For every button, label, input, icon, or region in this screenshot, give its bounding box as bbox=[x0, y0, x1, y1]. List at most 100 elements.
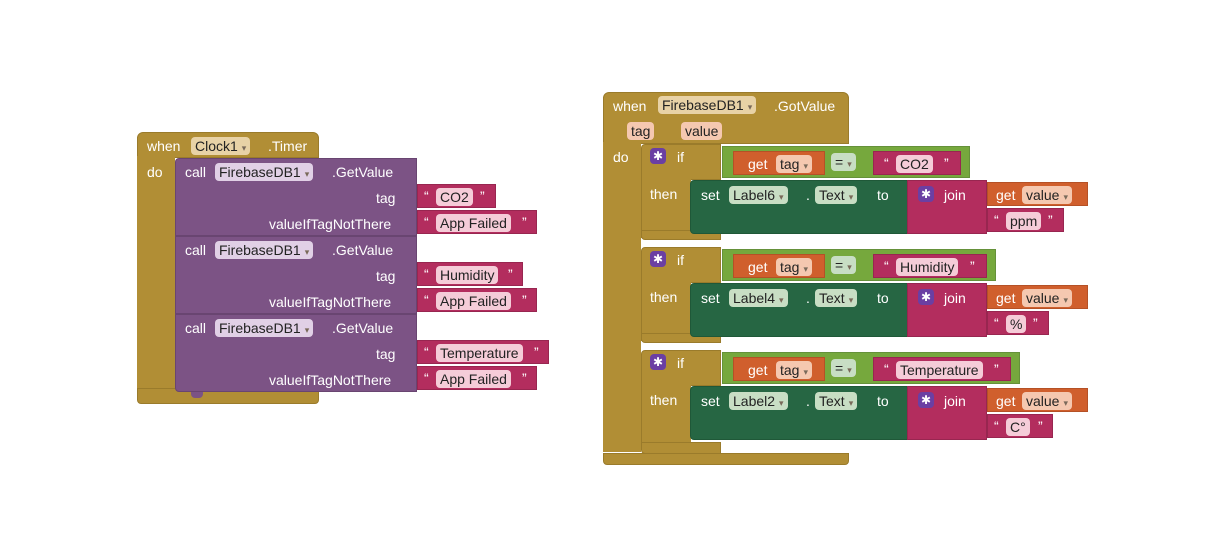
join-block-1[interactable]: ✱ join bbox=[907, 180, 987, 234]
if-block-3[interactable]: ✱ if then bbox=[641, 350, 721, 454]
compare-block-2[interactable]: get tag▾ =▾ “ Humidity ” bbox=[722, 249, 996, 281]
close-quote-icon: ” bbox=[970, 258, 975, 274]
join-block-2[interactable]: ✱ join bbox=[907, 283, 987, 337]
text-value: Temperature bbox=[436, 344, 523, 362]
firebase-component-name: FirebaseDB1 bbox=[219, 242, 301, 258]
text-block-co2[interactable]: “ CO2 ” bbox=[417, 184, 496, 208]
var-dropdown[interactable]: value▾ bbox=[1022, 186, 1072, 204]
var-dropdown[interactable]: tag▾ bbox=[776, 258, 812, 276]
close-quote-icon: ” bbox=[1048, 212, 1053, 228]
equals-operator-dropdown[interactable]: =▾ bbox=[831, 256, 856, 274]
text-value: Humidity bbox=[436, 266, 499, 284]
mutator-gear-icon[interactable]: ✱ bbox=[650, 354, 666, 370]
label-component-dropdown[interactable]: Label6▾ bbox=[729, 186, 788, 204]
close-quote-icon: ” bbox=[1038, 418, 1043, 434]
dropdown-arrow-icon: ▾ bbox=[848, 295, 854, 305]
param-value[interactable]: value bbox=[681, 122, 723, 140]
if-block-1[interactable]: ✱ if then bbox=[641, 144, 721, 240]
to-label: to bbox=[877, 187, 889, 203]
text-value: Humidity bbox=[896, 258, 959, 276]
if-label: if bbox=[677, 355, 684, 371]
compare-block-1[interactable]: get tag▾ =▾ “ CO2 ” bbox=[722, 146, 970, 178]
mutator-gear-icon[interactable]: ✱ bbox=[650, 148, 666, 164]
var-dropdown[interactable]: tag▾ bbox=[776, 155, 812, 173]
dropdown-arrow-icon: ▾ bbox=[779, 192, 784, 202]
get-label: get bbox=[996, 187, 1016, 203]
to-label: to bbox=[877, 290, 889, 306]
property-dropdown[interactable]: Text▾ bbox=[815, 289, 858, 307]
var-name: value bbox=[1026, 187, 1060, 203]
text-block-ppm[interactable]: “ ppm ” bbox=[987, 208, 1064, 232]
call-block-1[interactable]: call FirebaseDB1▾ .GetValue tag valueIfT… bbox=[175, 158, 417, 236]
set-block-1[interactable]: set Label6▾ . Text▾ to bbox=[690, 180, 908, 234]
var-dropdown[interactable]: tag▾ bbox=[776, 361, 812, 379]
text-block-temperature[interactable]: “ Temperature ” bbox=[417, 340, 549, 364]
text-block-co2[interactable]: “ CO2 ” bbox=[873, 151, 961, 175]
text-block-temperature[interactable]: “ Temperature ” bbox=[873, 357, 1011, 381]
text-block-app-failed[interactable]: “ App Failed ” bbox=[417, 366, 537, 390]
label-component-name: Label2 bbox=[733, 393, 776, 409]
var-dropdown[interactable]: value▾ bbox=[1022, 392, 1072, 410]
get-label: get bbox=[996, 290, 1016, 306]
firebase-component-dropdown[interactable]: FirebaseDB1▾ bbox=[215, 319, 314, 337]
call-block-3[interactable]: call FirebaseDB1▾ .GetValue tag valueIfT… bbox=[175, 314, 417, 398]
var-dropdown[interactable]: value▾ bbox=[1022, 289, 1072, 307]
text-value: % bbox=[1006, 315, 1027, 333]
gotvalue-event-block[interactable]: when FirebaseDB1▾ .GotValue tag value do bbox=[603, 92, 849, 465]
operator-symbol: = bbox=[835, 360, 844, 376]
mutator-gear-icon[interactable]: ✱ bbox=[918, 392, 934, 408]
get-tag-block[interactable]: get tag▾ bbox=[733, 151, 825, 175]
label-component-name: Label6 bbox=[733, 187, 776, 203]
close-quote-icon: ” bbox=[534, 344, 539, 360]
close-quote-icon: ” bbox=[522, 370, 527, 386]
operator-symbol: = bbox=[835, 257, 844, 273]
dropdown-arrow-icon: ▾ bbox=[1063, 398, 1068, 408]
call-block-2[interactable]: call FirebaseDB1▾ .GetValue tag valueIfT… bbox=[175, 236, 417, 314]
param-tag[interactable]: tag bbox=[627, 122, 655, 140]
text-block-app-failed[interactable]: “ App Failed ” bbox=[417, 210, 537, 234]
get-value-block[interactable]: get value▾ bbox=[987, 285, 1088, 309]
dropdown-arrow-icon: ▾ bbox=[803, 367, 808, 377]
text-block-app-failed[interactable]: “ App Failed ” bbox=[417, 288, 537, 312]
firebase-component-dropdown[interactable]: FirebaseDB1▾ bbox=[215, 163, 314, 181]
equals-operator-dropdown[interactable]: =▾ bbox=[831, 153, 856, 171]
text-block-degrees[interactable]: “ C° ” bbox=[987, 414, 1053, 438]
timer-event-block[interactable]: when Clock1▾ .Timer do bbox=[137, 132, 319, 404]
dropdown-arrow-icon: ▾ bbox=[847, 365, 852, 375]
dropdown-arrow-icon: ▾ bbox=[848, 398, 854, 408]
property-dropdown[interactable]: Text▾ bbox=[815, 392, 858, 410]
getvalue-method-label: .GetValue bbox=[332, 164, 394, 180]
get-value-block[interactable]: get value▾ bbox=[987, 388, 1088, 412]
join-block-3[interactable]: ✱ join bbox=[907, 386, 987, 440]
get-value-block[interactable]: get value▾ bbox=[987, 182, 1088, 206]
firebase-component-dropdown[interactable]: FirebaseDB1▾ bbox=[658, 96, 757, 114]
label-component-dropdown[interactable]: Label4▾ bbox=[729, 289, 788, 307]
get-tag-block[interactable]: get tag▾ bbox=[733, 357, 825, 381]
property-name: Text bbox=[819, 393, 845, 409]
set-block-2[interactable]: set Label4▾ . Text▾ to bbox=[690, 283, 908, 337]
mutator-gear-icon[interactable]: ✱ bbox=[918, 186, 934, 202]
get-tag-block[interactable]: get tag▾ bbox=[733, 254, 825, 278]
open-quote-icon: “ bbox=[424, 344, 429, 360]
equals-operator-dropdown[interactable]: =▾ bbox=[831, 359, 856, 377]
label-component-dropdown[interactable]: Label2▾ bbox=[729, 392, 788, 410]
open-quote-icon: “ bbox=[424, 292, 429, 308]
text-value: App Failed bbox=[436, 214, 511, 232]
mutator-gear-icon[interactable]: ✱ bbox=[650, 251, 666, 267]
tag-param-label: tag bbox=[376, 268, 396, 284]
set-block-3[interactable]: set Label2▾ . Text▾ to bbox=[690, 386, 908, 440]
text-value: App Failed bbox=[436, 292, 511, 310]
text-block-humidity[interactable]: “ Humidity ” bbox=[417, 262, 523, 286]
clock-component-dropdown[interactable]: Clock1▾ bbox=[191, 137, 251, 155]
dropdown-arrow-icon: ▾ bbox=[848, 192, 854, 202]
if-block-2[interactable]: ✱ if then bbox=[641, 247, 721, 343]
property-dropdown[interactable]: Text▾ bbox=[815, 186, 858, 204]
firebase-component-dropdown[interactable]: FirebaseDB1▾ bbox=[215, 241, 314, 259]
close-quote-icon: ” bbox=[522, 214, 527, 230]
valueiftagnotthere-param-label: valueIfTagNotThere bbox=[269, 294, 392, 310]
text-block-humidity[interactable]: “ Humidity ” bbox=[873, 254, 987, 278]
compare-block-3[interactable]: get tag▾ =▾ “ Temperature ” bbox=[722, 352, 1020, 384]
mutator-gear-icon[interactable]: ✱ bbox=[918, 289, 934, 305]
getvalue-method-label: .GetValue bbox=[332, 320, 394, 336]
text-block-percent[interactable]: “ % ” bbox=[987, 311, 1049, 335]
